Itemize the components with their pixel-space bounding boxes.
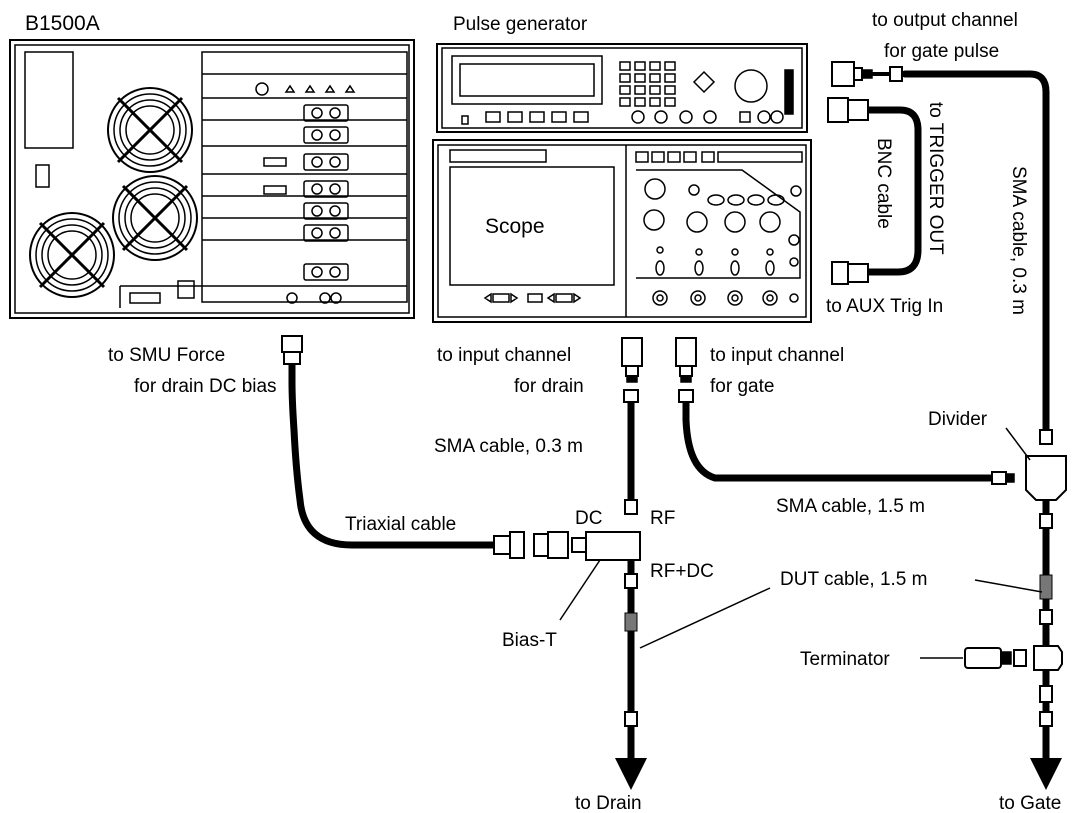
- b1500a-mainframe: [9, 39, 415, 319]
- sma-connector-icon: [831, 61, 903, 87]
- divider-label: Divider: [928, 409, 988, 430]
- input-drain-label-1: to input channel: [437, 345, 571, 366]
- sma-connector-icon: [675, 337, 697, 403]
- sma-cable-drain-label: SMA cable, 0.3 m: [434, 436, 583, 457]
- bnc-cable-label: BNC cable: [873, 138, 894, 229]
- fan-icon: [29, 212, 115, 298]
- output-channel-label-1: to output channel: [872, 10, 1018, 31]
- arrow-down-icon: [615, 758, 647, 790]
- trigger-out-label: to TRIGGER OUT: [925, 102, 946, 255]
- output-channel-label-2: for gate pulse: [884, 41, 999, 62]
- pulse-generator: [436, 43, 808, 133]
- terminator-label: Terminator: [800, 649, 890, 670]
- input-gate-label-2: for gate: [710, 376, 774, 397]
- dc-label: DC: [575, 508, 602, 529]
- b1500a-label: B1500A: [25, 12, 100, 35]
- labels: to output channel for gate pulse to TRIG…: [108, 10, 1061, 813]
- sma-cable-gate-label: SMA cable, 1.5 m: [776, 496, 925, 517]
- bias-t-label: Bias-T: [502, 630, 557, 651]
- bnc-connector-icon: [831, 261, 869, 285]
- input-gate-label-1: to input channel: [710, 345, 844, 366]
- input-drain-label-2: for drain: [514, 376, 584, 397]
- aux-trig-in-label: to AUX Trig In: [826, 296, 943, 317]
- dut-cable-label: DUT cable, 1.5 m: [780, 569, 927, 590]
- pulse-generator-label: Pulse generator: [453, 14, 588, 35]
- bnc-connector-icon: [827, 97, 869, 123]
- triaxial-cable-label: Triaxial cable: [345, 514, 456, 535]
- smu-force-label-1: to SMU Force: [108, 345, 225, 366]
- smu-force-label-2: for drain DC bias: [134, 376, 277, 397]
- to-drain-label: to Drain: [575, 793, 642, 813]
- oscilloscope: [432, 139, 812, 323]
- sma-cable-right-label: SMA cable, 0.3 m: [1008, 166, 1029, 315]
- fan-icon: [107, 87, 193, 173]
- to-gate-label: to Gate: [999, 793, 1061, 813]
- arrow-down-icon: [1030, 758, 1062, 790]
- connectors: [281, 61, 1067, 727]
- scope-label: Scope: [485, 215, 545, 238]
- fan-icon: [112, 175, 198, 261]
- rf-dc-label: RF+DC: [650, 561, 714, 582]
- leader-lines: [559, 427, 1043, 659]
- triax-connector-icon: [281, 335, 303, 365]
- rf-label: RF: [650, 508, 675, 529]
- sma-connector-icon: [621, 337, 643, 403]
